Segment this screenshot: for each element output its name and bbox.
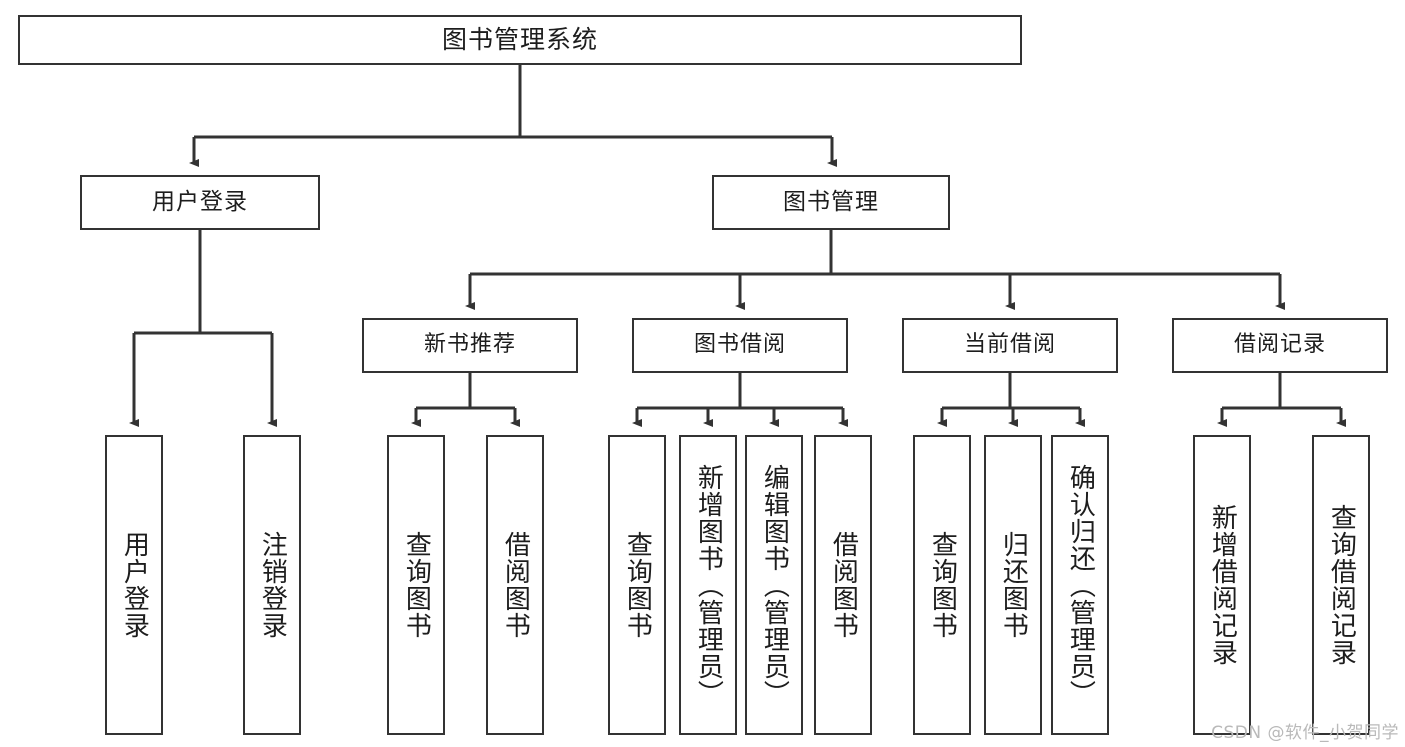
- node-new-book-rec[interactable]: 新书推荐: [362, 318, 578, 373]
- leaf-query-book-bor[interactable]: 查询图书: [608, 435, 666, 735]
- leaf-confirm-return-label: 确认归还（管理员）: [1065, 463, 1096, 707]
- leaf-edit-book[interactable]: 编辑图书（管理员）: [745, 435, 803, 735]
- node-current-borrow[interactable]: 当前借阅: [902, 318, 1118, 373]
- leaf-query-record[interactable]: 查询借阅记录: [1312, 435, 1370, 735]
- node-current-borrow-label: 当前借阅: [963, 332, 1056, 358]
- node-book-borrow[interactable]: 图书借阅: [632, 318, 848, 373]
- leaf-add-book[interactable]: 新增图书（管理员）: [679, 435, 737, 735]
- node-borrow-record-label: 借阅记录: [1233, 332, 1326, 358]
- leaf-borrow-book[interactable]: 借阅图书: [814, 435, 872, 735]
- leaf-query-book-cur[interactable]: 查询图书: [913, 435, 971, 735]
- leaf-borrow-book-rec[interactable]: 借阅图书: [486, 435, 544, 735]
- leaf-query-book-bor-label: 查询图书: [622, 531, 653, 639]
- leaf-user-login-label: 用户登录: [119, 531, 150, 639]
- leaf-query-record-label: 查询借阅记录: [1326, 504, 1357, 666]
- leaf-query-book-rec-label: 查询图书: [401, 531, 432, 639]
- leaf-user-logout[interactable]: 注销登录: [243, 435, 301, 735]
- tree-edges: [129, 65, 1346, 427]
- leaf-return-book-label: 归还图书: [998, 531, 1029, 639]
- node-book-borrow-label: 图书借阅: [693, 332, 786, 358]
- node-book-manage-label: 图书管理: [783, 188, 879, 215]
- leaf-add-record[interactable]: 新增借阅记录: [1193, 435, 1251, 735]
- leaf-borrow-book-rec-label: 借阅图书: [500, 531, 531, 639]
- leaf-query-book-cur-label: 查询图书: [927, 531, 958, 639]
- leaf-user-logout-label: 注销登录: [257, 531, 288, 639]
- leaf-add-book-label: 新增图书（管理员）: [693, 463, 724, 707]
- leaf-return-book[interactable]: 归还图书: [984, 435, 1042, 735]
- leaf-borrow-book-label: 借阅图书: [828, 531, 859, 639]
- leaf-add-record-label: 新增借阅记录: [1207, 504, 1238, 666]
- node-root-label: 图书管理系统: [441, 25, 598, 55]
- leaf-confirm-return[interactable]: 确认归还（管理员）: [1051, 435, 1109, 735]
- node-new-book-rec-label: 新书推荐: [423, 332, 516, 358]
- node-borrow-record[interactable]: 借阅记录: [1172, 318, 1388, 373]
- leaf-user-login[interactable]: 用户登录: [105, 435, 163, 735]
- node-user-login-label: 用户登录: [152, 188, 248, 215]
- node-user-login[interactable]: 用户登录: [80, 175, 320, 230]
- leaf-query-book-rec[interactable]: 查询图书: [387, 435, 445, 735]
- node-root[interactable]: 图书管理系统: [18, 15, 1022, 65]
- node-book-manage[interactable]: 图书管理: [712, 175, 950, 230]
- leaf-edit-book-label: 编辑图书（管理员）: [759, 463, 790, 707]
- watermark-text: CSDN @软件_小贺同学: [1211, 723, 1399, 743]
